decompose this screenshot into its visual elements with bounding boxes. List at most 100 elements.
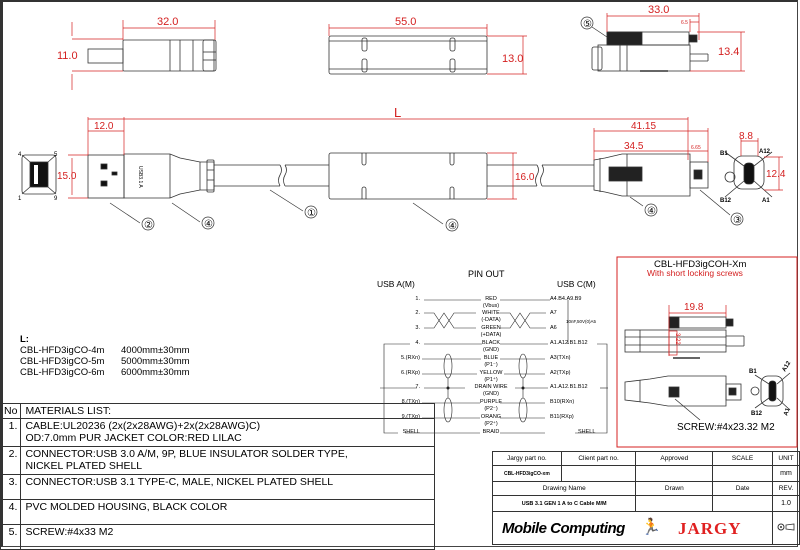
pinout-wire-signal: (-DATA) (481, 317, 501, 323)
materials-no: 5. (0, 524, 22, 550)
usb-c-pin-a1: A1 (762, 198, 770, 204)
materials-no: 2. (0, 446, 22, 475)
balloon-housing-middle: ④ (448, 221, 457, 232)
materials-line1: CABLE:UL20236 (2x(2x28AWG)+2x(2x28AWG)C) (25, 420, 261, 432)
pinout-usb-a-pin: 1. (415, 296, 420, 302)
variant-box-border (616, 256, 798, 448)
usb-a-pin-9: 9 (54, 196, 58, 202)
tb-h-scale: SCALE (712, 451, 773, 466)
usb-a-pin-5: 5 (54, 152, 58, 158)
variant-pin-a12: A12 (782, 360, 793, 373)
dim-middle-housing (328, 24, 527, 75)
dim-usb-a-plug-length: 12.0 (94, 121, 114, 132)
tb-h-date: Date (712, 481, 773, 496)
pinout-wire-color: YELLOW (479, 370, 503, 376)
tb-client-part (560, 465, 637, 482)
variant-pin-b12: B12 (751, 411, 763, 417)
pinout-wire-color: WHITE (482, 310, 500, 316)
variant-title: CBL-HFD3igCOH-Xm (654, 259, 747, 270)
variant-pin-a1: A1 (783, 407, 791, 417)
tb-drawn (635, 495, 714, 512)
dim-short-screw-length: 19.8 (684, 302, 704, 313)
pinout-wire-color: RED (485, 296, 497, 302)
variant-bottom-view (624, 372, 791, 421)
pinout-usb-c-pin: A3(TXn) (550, 355, 571, 361)
pinout-wiring (380, 299, 608, 434)
tb-h-approved: Approved (635, 451, 714, 466)
dim-cable-length: L (394, 105, 401, 120)
materials-row: 2. CONNECTOR:USB 3.0 A/M, 9P, BLUE INSUL… (0, 446, 436, 475)
usb-a-top-view (87, 39, 217, 72)
pinout-wire-signal: (GND) (483, 391, 499, 397)
tb-h-rev: REV. (771, 481, 800, 496)
dim-usb-c-top-small: 6.5 (681, 20, 688, 26)
usb-a-plug-side (87, 153, 215, 199)
usb-a-pin-1: 1 (18, 196, 22, 202)
pinout-side-note: 10nF,50V(0)A5 (566, 319, 597, 324)
pinout-usb-c-pin: A7 (550, 310, 557, 316)
pinout-usb-a-pin: 4. (415, 340, 420, 346)
dim-short-screw-offset: 3.22 (674, 333, 680, 345)
dim-usb-c-top-height: 13.4 (718, 46, 739, 58)
length-value: 5000mm±30mm (121, 356, 190, 367)
materials-row: 1. CABLE:UL20236 (2x(2x28AWG)+2x(2x28AWG… (0, 418, 436, 447)
usb-a-face-view (21, 154, 57, 195)
dim-usb-a-top-length: 32.0 (157, 16, 178, 28)
pinout-wire-signal: (P1⁺) (484, 377, 498, 383)
tb-unit: mm (771, 465, 800, 482)
tb-projection-symbol-cell (771, 511, 800, 545)
variant-dims (668, 305, 727, 356)
tb-rev: 1.0 (771, 495, 800, 512)
balloon-leaders (109, 189, 744, 232)
length-part: CBL-HFD3igCO-4m (20, 345, 105, 356)
materials-desc: CONNECTOR:USB 3.1 TYPE-C, MALE, NICKEL P… (20, 474, 436, 500)
materials-row: 3. CONNECTOR:USB 3.1 TYPE-C, MALE, NICKE… (0, 474, 436, 500)
length-heading: L: (20, 334, 29, 345)
dim-usb-c-face-height: 12.4 (766, 169, 786, 180)
pinout-usb-a-pin: 6.(RXp) (401, 370, 420, 376)
dim-usb-c-body: 34.5 (624, 141, 644, 152)
pinout-wire-color: PURPLE (479, 399, 503, 405)
materials-desc: CONNECTOR:USB 3.0 A/M, 9P, BLUE INSULATO… (20, 446, 436, 475)
pinout-usb-a-pin: 2. (415, 310, 420, 316)
pinout-usb-c-pin: A1.A12.B1.B12 (550, 340, 588, 346)
materials-line2: NICKEL PLATED SHELL (25, 460, 143, 472)
pinout-wire-color: GREEN (481, 325, 501, 331)
balloon-connector-c: ③ (733, 215, 742, 226)
usb-c-pin-b1: B1 (720, 151, 728, 157)
usb-c-face-view (724, 151, 773, 198)
pinout-usb-a-pin: 3. (415, 325, 420, 331)
balloon-cable: ① (307, 208, 316, 219)
tb-logo-cell (492, 511, 773, 545)
materials-desc: SCREW:#4x33 M2 (20, 524, 436, 550)
projection-symbol-icon (777, 523, 795, 531)
tb-jargy-part: CBL-HFD3igCO-xm (492, 465, 562, 482)
dim-middle-side-height: 16.0 (515, 172, 535, 183)
balloon-housing-c: ④ (647, 206, 656, 217)
pinout-wire-signal: (+DATA) (480, 332, 502, 338)
tb-h-drawn: Drawn (635, 481, 714, 496)
pinout-wire-color: ORANG (480, 414, 502, 420)
pinout-usb-c-pin: SHELL (578, 429, 596, 435)
materials-no: 4. (0, 499, 22, 525)
materials-no-header: No (0, 403, 22, 419)
pinout-wire-color: DRAIN WIRE (474, 384, 508, 390)
pinout-wire-signal: (GND) (483, 347, 499, 353)
materials-desc: PVC MOLDED HOUSING, BLACK COLOR (20, 499, 436, 525)
pinout-usb-c-pin: A2(TXp) (550, 370, 571, 376)
title-block: Jargy part no. Client part no. Approved … (491, 451, 800, 545)
balloon-5-circle (580, 16, 594, 30)
tb-h-unit: UNIT (771, 451, 800, 466)
balloon-connector-a: ② (144, 220, 153, 231)
pinout-usb-c-pin: B10(RXn) (550, 399, 575, 405)
dim-usb-a-top-height: 11.0 (57, 50, 78, 62)
running-man-icon: 🏃 (641, 519, 661, 536)
usb-a-pin-4: 4 (18, 152, 22, 158)
dim-middle-housing-height: 13.0 (502, 53, 523, 65)
length-part: CBL-HFD3igCO-6m (20, 367, 105, 378)
pinout-usb-c-pin: A4.B4.A9.B9 (550, 296, 582, 302)
tb-h-jargy-part: Jargy part no. (492, 451, 562, 466)
